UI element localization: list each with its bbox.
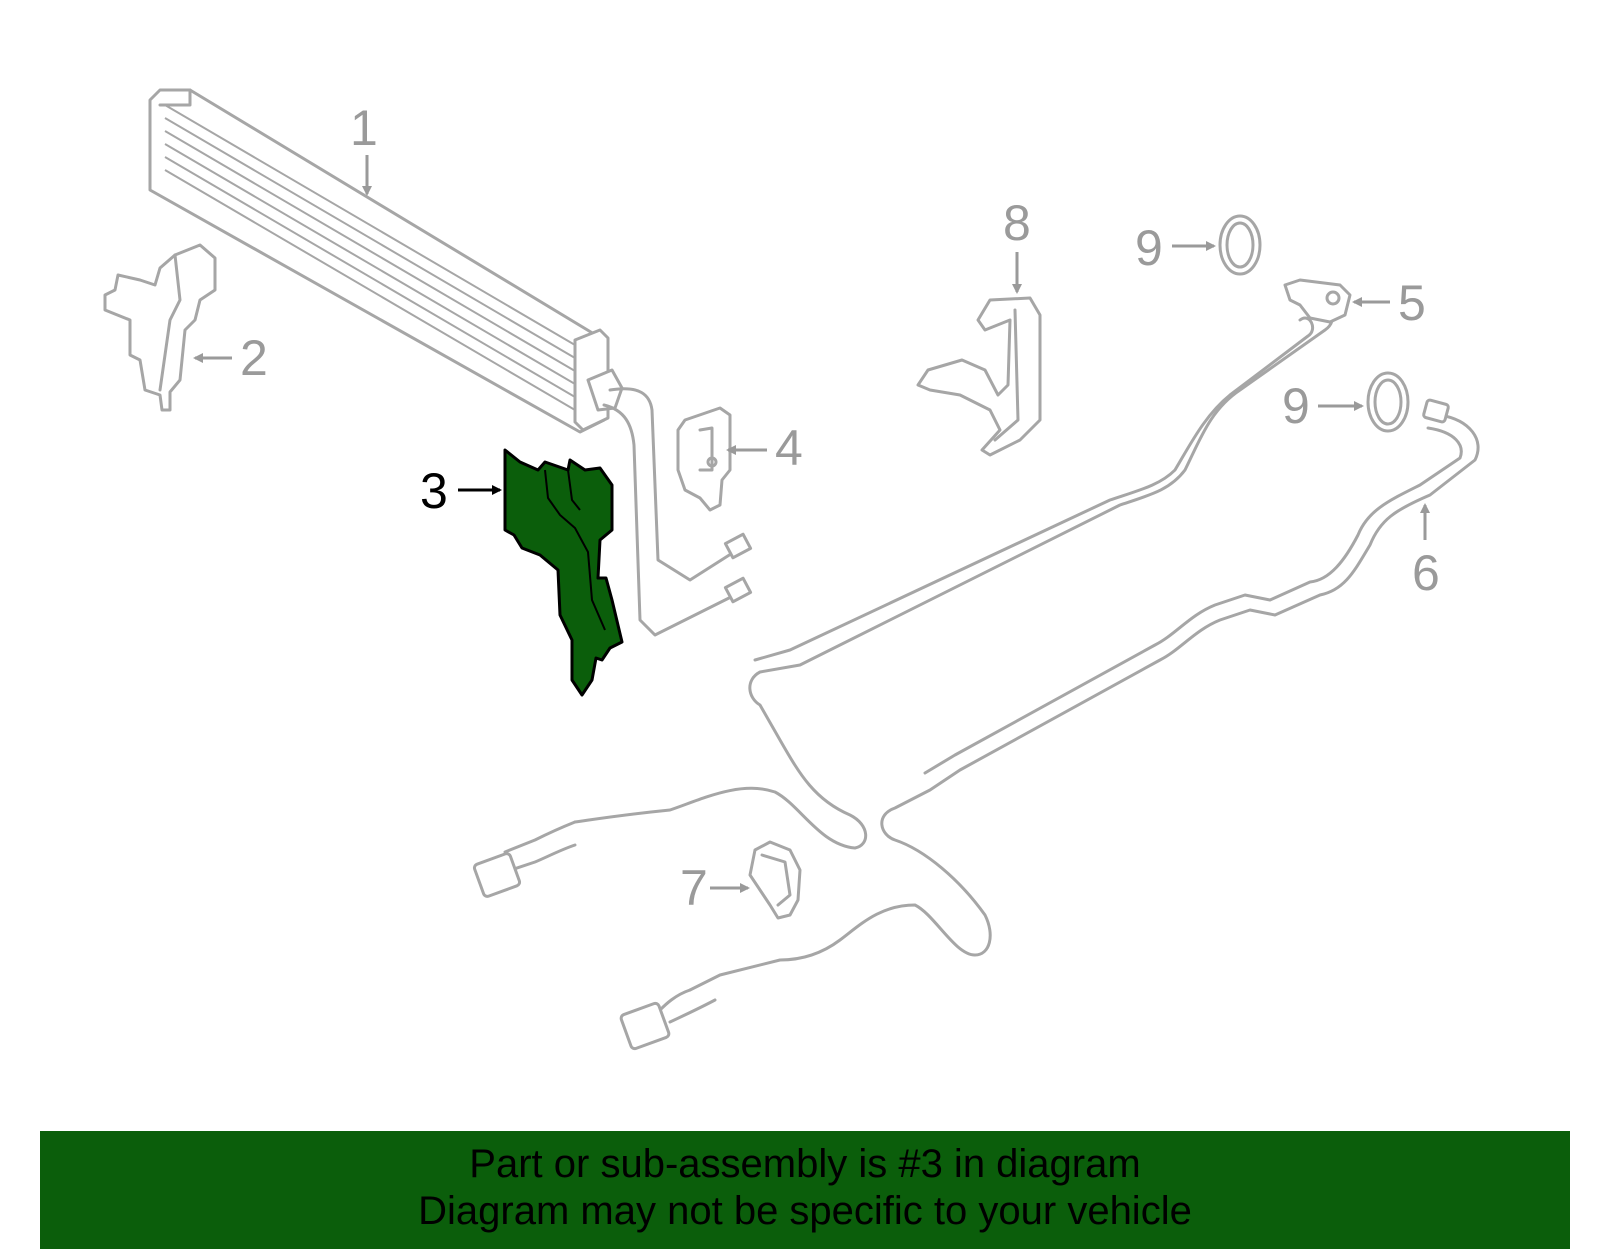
part-4-clip[interactable] xyxy=(676,406,732,512)
callout-3: 3 xyxy=(420,463,502,519)
svg-text:3: 3 xyxy=(420,463,448,519)
svg-text:6: 6 xyxy=(1412,545,1440,601)
parts-diagram: 1 2 3 4 5 6 7 8 9 9 xyxy=(103,88,1480,1051)
callout-4: 4 xyxy=(726,420,803,476)
svg-text:8: 8 xyxy=(1003,195,1031,251)
svg-text:4: 4 xyxy=(775,420,803,476)
callout-1: 1 xyxy=(350,100,378,196)
callout-9-upper: 9 xyxy=(1135,220,1216,276)
part-3-heat-shield[interactable] xyxy=(503,448,624,697)
svg-text:9: 9 xyxy=(1135,220,1163,276)
part-6-line[interactable] xyxy=(619,398,1480,1051)
cooler-lines xyxy=(602,387,753,637)
callout-9-lower: 9 xyxy=(1282,378,1364,434)
callout-2: 2 xyxy=(193,330,268,386)
svg-text:9: 9 xyxy=(1282,378,1310,434)
part-9-seal-ring-lower[interactable] xyxy=(1366,371,1410,433)
banner-line-part-number: Part or sub-assembly is #3 in diagram xyxy=(469,1142,1141,1186)
part-1-oil-cooler[interactable] xyxy=(148,88,624,434)
callout-6: 6 xyxy=(1412,503,1440,601)
svg-text:7: 7 xyxy=(680,860,708,916)
banner-line-disclaimer: Diagram may not be specific to your vehi… xyxy=(418,1189,1192,1233)
svg-text:2: 2 xyxy=(240,330,268,386)
part-8-bracket[interactable] xyxy=(916,296,1042,457)
part-5-line[interactable] xyxy=(472,278,1352,898)
svg-text:1: 1 xyxy=(350,100,378,156)
part-9-seal-ring-upper[interactable] xyxy=(1218,214,1262,276)
info-banner: Part or sub-assembly is #3 in diagram Di… xyxy=(40,1131,1570,1249)
part-7-clamp[interactable] xyxy=(748,840,802,920)
callout-8: 8 xyxy=(1003,195,1031,294)
svg-text:5: 5 xyxy=(1398,275,1426,331)
callout-7: 7 xyxy=(680,860,750,916)
part-2-bracket[interactable] xyxy=(103,243,217,412)
callout-5: 5 xyxy=(1352,275,1426,331)
